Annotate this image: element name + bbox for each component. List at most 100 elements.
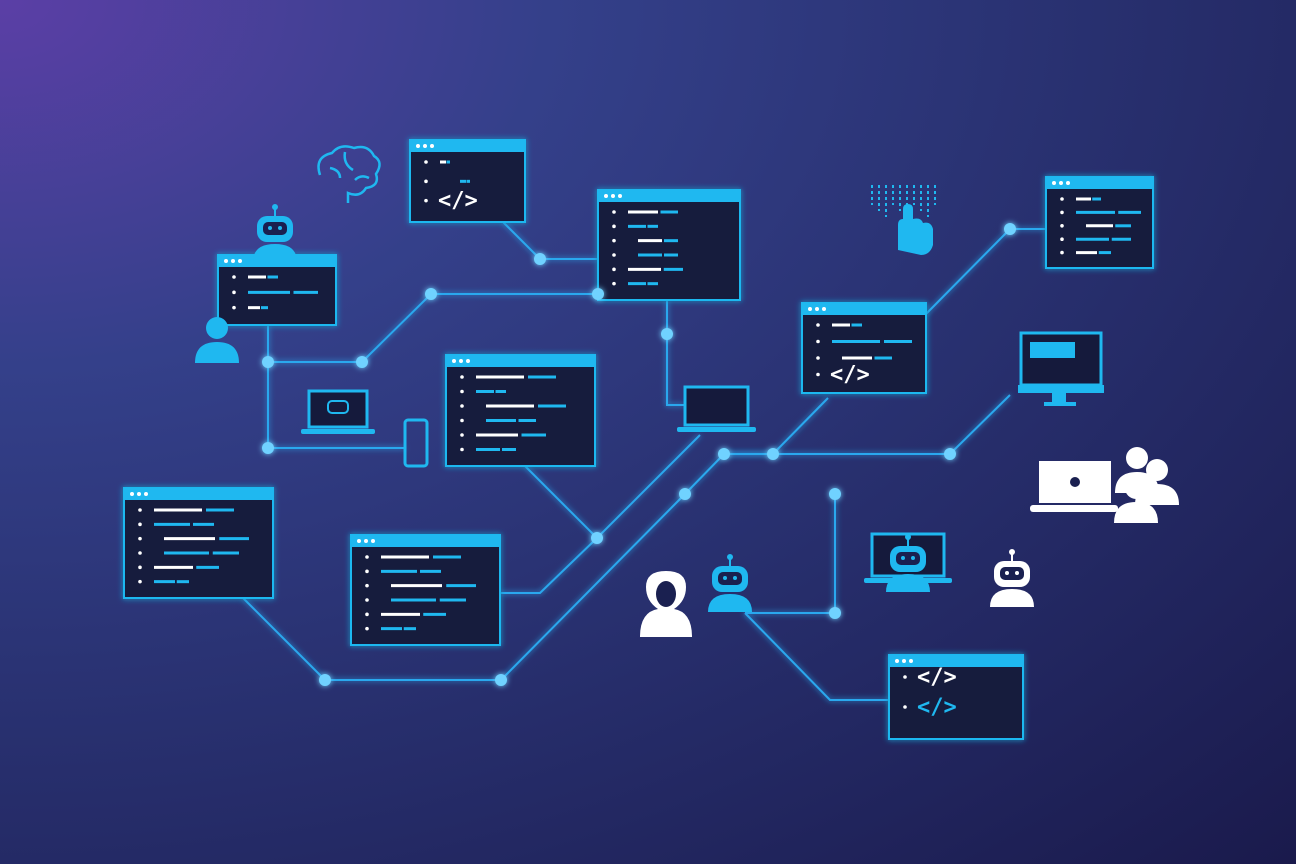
node <box>262 442 274 454</box>
code-window <box>350 534 501 646</box>
bullet <box>903 705 907 709</box>
bullet <box>365 569 369 574</box>
window-dot <box>423 144 427 148</box>
node <box>767 448 779 460</box>
window-dot <box>364 539 368 543</box>
node <box>591 532 603 544</box>
code-window <box>217 254 337 326</box>
window-frame <box>597 189 741 301</box>
bullet <box>424 198 428 203</box>
window-dot <box>144 492 148 496</box>
bullet <box>138 551 142 555</box>
code-window <box>445 354 596 467</box>
node <box>718 448 730 460</box>
bullet <box>816 372 820 377</box>
person-icon <box>195 317 239 363</box>
bullet <box>1060 210 1064 215</box>
window-dot <box>224 259 228 263</box>
window-frame <box>350 534 501 646</box>
window-titlebar <box>446 355 595 367</box>
window-dot <box>430 144 434 148</box>
bullet <box>612 210 616 214</box>
bullet <box>138 579 142 584</box>
phone-icon <box>403 418 429 468</box>
bullet <box>460 375 464 379</box>
bullet <box>138 522 142 527</box>
node <box>829 488 841 500</box>
robot-icon <box>886 534 930 592</box>
node <box>319 674 331 686</box>
connection-nodes <box>262 223 1016 686</box>
window-dot <box>357 539 361 543</box>
bullet <box>1060 250 1064 255</box>
window-dot <box>130 492 134 496</box>
window-dot <box>808 307 812 311</box>
window-dot <box>459 359 463 363</box>
window-titlebar <box>351 535 500 547</box>
bullet <box>232 290 236 295</box>
code-window: </> <box>409 139 526 223</box>
window-dot <box>822 307 826 311</box>
window-titlebar <box>410 140 525 152</box>
bullet <box>816 356 820 360</box>
window-frame <box>888 654 1024 740</box>
bullet <box>460 433 464 437</box>
connection-line <box>745 494 836 614</box>
bullet <box>612 238 616 243</box>
bullet <box>365 583 369 588</box>
bullet <box>612 267 616 272</box>
bullet <box>232 275 236 279</box>
bullet <box>612 281 616 286</box>
bullet <box>138 565 142 570</box>
connection-line <box>500 537 598 594</box>
window-titlebar <box>124 488 273 500</box>
icons <box>195 145 1179 637</box>
bullet <box>232 305 236 310</box>
node <box>425 288 437 300</box>
code-glyph: </> <box>830 363 870 388</box>
hand-data-icon <box>871 185 936 255</box>
window-dot <box>902 659 906 663</box>
bullet <box>460 447 464 452</box>
window-dot <box>618 194 622 198</box>
robot-icon <box>990 549 1034 607</box>
connection-line <box>502 221 598 260</box>
bullet <box>365 598 369 602</box>
laptop-icon <box>301 389 375 434</box>
connection-line <box>724 394 1011 455</box>
window-dot <box>238 259 242 263</box>
window-titlebar <box>889 655 1023 667</box>
window-dot <box>1052 181 1056 185</box>
code-window: </></> <box>888 654 1024 740</box>
code-windows: </></></></> <box>123 139 1154 740</box>
laptop-icon <box>677 385 756 432</box>
window-titlebar <box>802 303 926 315</box>
window-dot <box>909 659 913 663</box>
code-window: </> <box>801 302 927 394</box>
bullet <box>424 179 428 184</box>
node <box>495 674 507 686</box>
window-frame <box>123 487 274 599</box>
window-frame <box>445 354 596 467</box>
person-icon <box>1114 477 1158 523</box>
window-dot <box>895 659 899 663</box>
bullet <box>612 224 616 229</box>
window-dot <box>466 359 470 363</box>
bullet <box>1060 197 1064 201</box>
bullet <box>138 536 142 541</box>
bullet <box>460 404 464 408</box>
node <box>592 288 604 300</box>
code-window <box>597 189 741 301</box>
monitor-icon <box>1018 331 1104 406</box>
bullet <box>612 253 616 257</box>
robot-icon <box>708 554 752 612</box>
laptop-icon <box>1030 461 1118 512</box>
node <box>661 328 673 340</box>
window-dot <box>604 194 608 198</box>
code-glyph: </> <box>917 695 957 720</box>
code-window <box>1045 176 1154 269</box>
bullet <box>460 389 464 394</box>
connection-line <box>666 300 685 406</box>
window-dot <box>1059 181 1063 185</box>
window-dot <box>611 194 615 198</box>
